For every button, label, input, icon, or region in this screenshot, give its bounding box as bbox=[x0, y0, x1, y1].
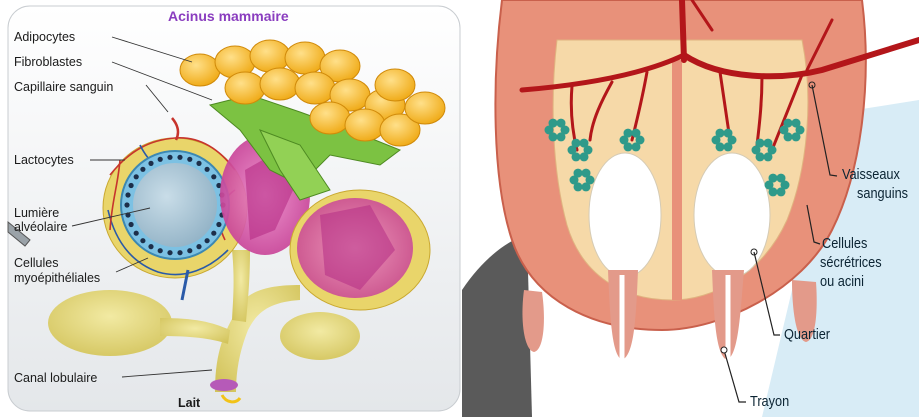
lactocyte-nucleus bbox=[205, 167, 210, 172]
acinus-lobe bbox=[574, 169, 583, 178]
lactocyte-nucleus bbox=[129, 183, 134, 188]
acinus-lobe bbox=[632, 129, 641, 138]
label-citerne-line1: Citerne bbox=[702, 195, 746, 213]
label-cellules-line1: Cellules bbox=[822, 235, 867, 253]
label-vaisseaux-line1: Vaisseaux bbox=[842, 166, 900, 184]
lactocyte-nucleus bbox=[205, 238, 210, 243]
acinus-lobe bbox=[632, 142, 641, 151]
acinus-lobe bbox=[764, 139, 773, 148]
lactocyte-nucleus bbox=[187, 157, 192, 162]
lactocyte-nucleus bbox=[211, 231, 216, 236]
lactocyte-nucleus bbox=[196, 244, 201, 249]
label-quartier: Quartier bbox=[784, 326, 830, 344]
lactocyte-nucleus bbox=[134, 174, 139, 179]
adipocyte bbox=[285, 42, 325, 74]
label-cellules-line2: sécrétrices bbox=[820, 254, 882, 272]
acinus-lobe bbox=[792, 119, 801, 128]
udder-diagram-panel: Vaisseaux sanguins Citerne du lait Cellu… bbox=[462, 0, 919, 417]
acinus-lobe bbox=[784, 119, 793, 128]
adipocyte bbox=[180, 54, 220, 86]
label-canal: Canal lobulaire bbox=[14, 371, 97, 385]
label-vaisseaux-line2: sanguins bbox=[857, 185, 908, 203]
acinus-lobe bbox=[724, 142, 733, 151]
diagram-title: Acinus mammaire bbox=[168, 8, 289, 24]
lactocyte-nucleus bbox=[148, 161, 153, 166]
acinus-lobe bbox=[557, 119, 566, 128]
label-fibroblastes: Fibroblastes bbox=[14, 55, 82, 69]
milk-cistern-left bbox=[589, 153, 661, 277]
label-lumiere-line2: alvéolaire bbox=[14, 220, 68, 234]
lactocyte-nucleus bbox=[134, 231, 139, 236]
label-cellules-line1: Cellules bbox=[14, 256, 58, 270]
adipocyte bbox=[375, 69, 415, 101]
lactocyte-nucleus bbox=[167, 155, 172, 160]
adipocyte bbox=[345, 109, 385, 141]
lactocyte-nucleus bbox=[158, 248, 163, 253]
lactocyte-nucleus bbox=[167, 250, 172, 255]
udder-illustration bbox=[462, 0, 919, 417]
acinus-lobe bbox=[624, 129, 633, 138]
label-adipocytes: Adipocytes bbox=[14, 30, 75, 44]
label-lait: Lait bbox=[178, 396, 200, 410]
lactocyte-nucleus bbox=[177, 250, 182, 255]
acinus-lobe bbox=[792, 132, 801, 141]
acinus-lobe bbox=[716, 129, 725, 138]
label-citerne-line2: du lait bbox=[704, 214, 742, 232]
acinus-lobe bbox=[572, 139, 581, 148]
label-trayon: Trayon bbox=[750, 393, 789, 411]
acinus-lobe bbox=[580, 139, 589, 148]
lactocyte-nucleus bbox=[140, 238, 145, 243]
acinus-lobe bbox=[549, 119, 558, 128]
label-cellules-line3: ou acini bbox=[820, 273, 864, 291]
adipocyte bbox=[295, 72, 335, 104]
acinus-lobe bbox=[777, 174, 786, 183]
lactocyte-nucleus bbox=[211, 174, 216, 179]
acinus-lobe bbox=[764, 152, 773, 161]
label-lumiere-line1: Lumière bbox=[14, 206, 59, 220]
adipocyte bbox=[405, 92, 445, 124]
lactocyte-nucleus bbox=[129, 222, 134, 227]
acinus-diagram-panel: Acinus mammaire Adipocytes Fibroblastes … bbox=[0, 0, 462, 417]
alveolar-lumen bbox=[133, 163, 217, 247]
label-lactocytes: Lactocytes bbox=[14, 153, 74, 167]
lactocyte-nucleus bbox=[216, 222, 221, 227]
acinus-lobe bbox=[724, 129, 733, 138]
acinus-lobe bbox=[582, 169, 591, 178]
acinus-lobe bbox=[756, 139, 765, 148]
lactocyte-nucleus bbox=[177, 155, 182, 160]
lactocyte-nucleus bbox=[148, 244, 153, 249]
lactocyte-nucleus bbox=[158, 157, 163, 162]
label-cellules-line2: myoépithéliales bbox=[14, 271, 100, 285]
adipocyte bbox=[250, 40, 290, 72]
adipocyte bbox=[260, 68, 300, 100]
acinus-lobe bbox=[769, 174, 778, 183]
lactocyte-nucleus bbox=[125, 192, 130, 197]
lactocyte-nucleus bbox=[196, 161, 201, 166]
acinus-lobe bbox=[580, 152, 589, 161]
lactocyte-nucleus bbox=[140, 167, 145, 172]
lactocyte-nucleus bbox=[124, 202, 129, 207]
adipocyte bbox=[225, 72, 265, 104]
acinus-lobe bbox=[557, 132, 566, 141]
lactocyte-nucleus bbox=[187, 248, 192, 253]
adipocyte bbox=[310, 102, 350, 134]
acinus-lobe bbox=[582, 182, 591, 191]
acinus-lobe bbox=[777, 187, 786, 196]
label-capillaire: Capillaire sanguin bbox=[14, 80, 113, 94]
